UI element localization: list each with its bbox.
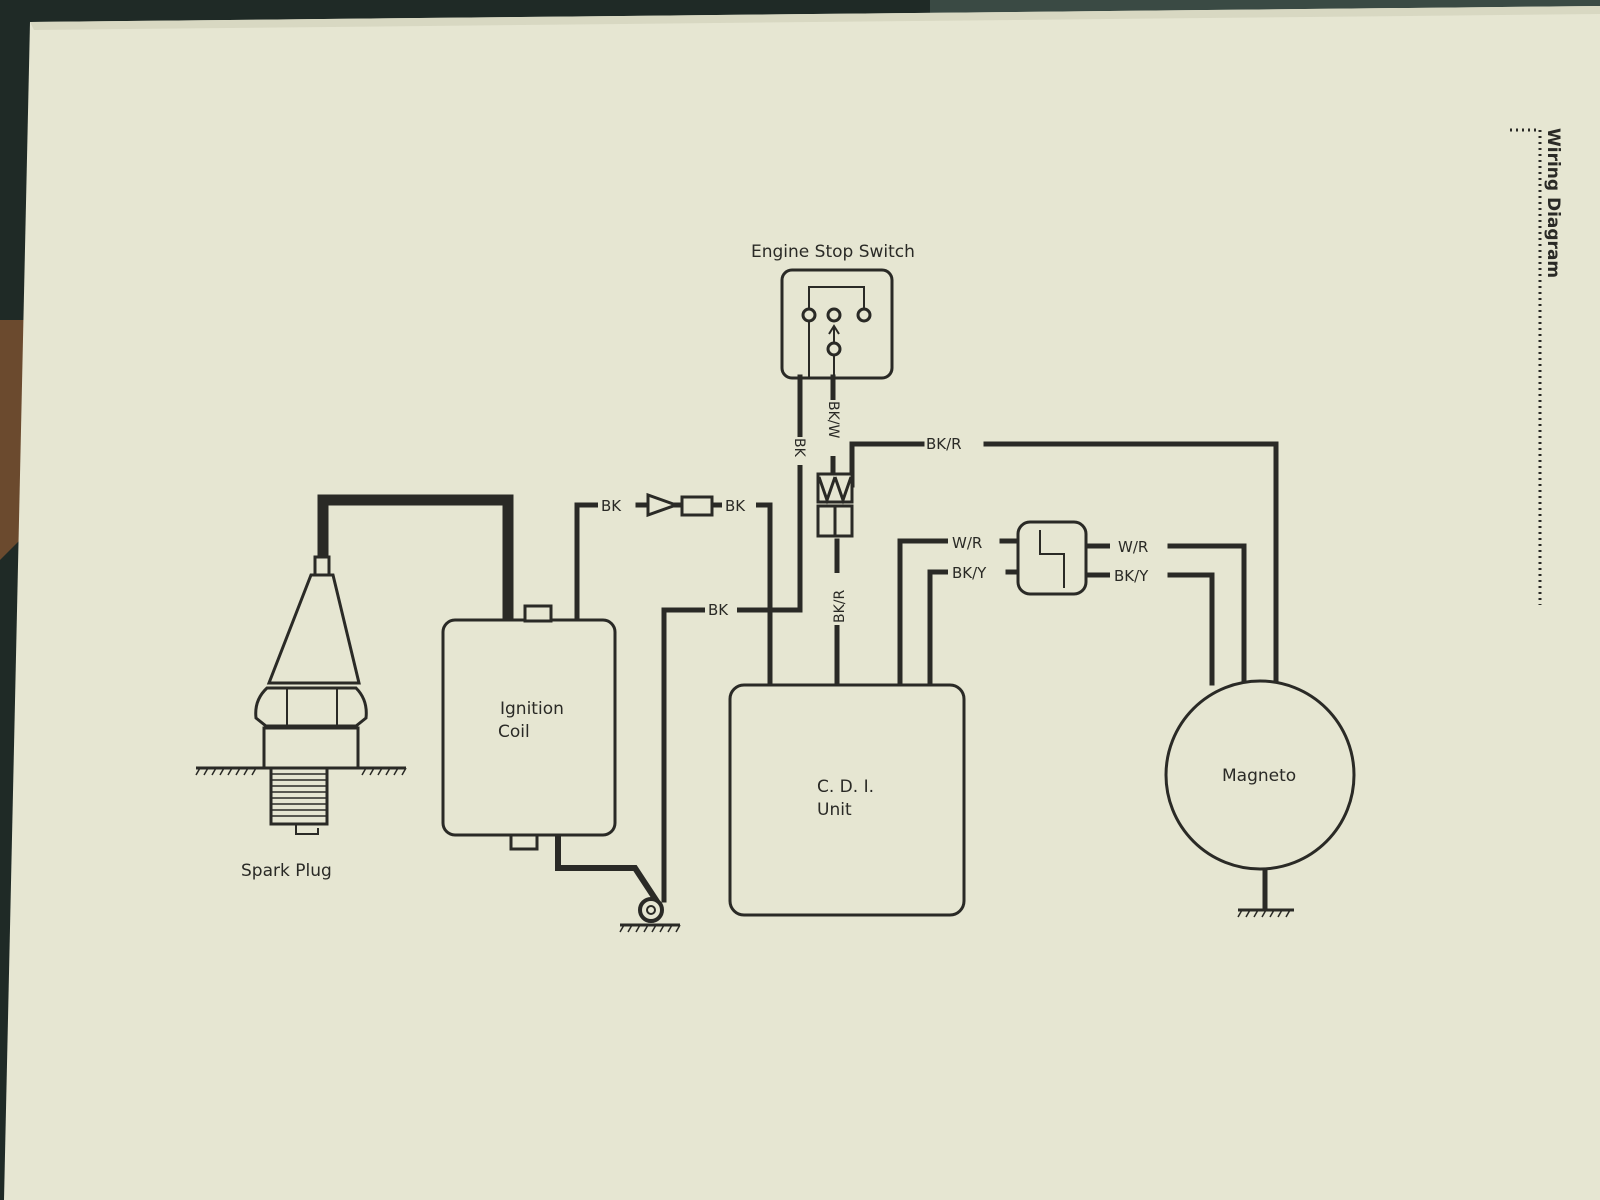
wire-label-wr-right: W/R [1118,538,1148,556]
inline-connector-arrow [646,492,681,518]
wire-label-bk-coil-right: BK [725,497,746,515]
inline-connector-bk [646,492,714,518]
wire-label-bk-switch: BK [791,438,807,458]
wire-bky-left [927,569,951,688]
wire-label-bk-coil-left: BK [601,497,622,515]
wire-label-bky-left: BK/Y [952,564,987,582]
wire-bk-ground [661,607,708,903]
switch-connector-chevron-right [833,476,853,505]
wire-wr-left [897,538,951,688]
switch-box [780,268,894,380]
inline-connector-sleeve [680,495,714,517]
wire-label-bkw-switch: BK/W [825,401,841,439]
magneto [1164,679,1356,871]
wire-label-bkr-top: BK/R [926,435,962,453]
wire-coil-ground [555,832,661,905]
wire-label-bk-ground: BK [708,601,729,619]
cdi-unit-label-line2: Unit [817,800,852,820]
ignition-coil [441,604,617,851]
spark-plug-thread [269,766,329,826]
switch-terminal-right [856,307,872,323]
hv-lead-wire [317,494,514,621]
spark-plug-thread-lines [271,773,327,817]
ignition-coil-label-line1: Ignition [500,699,564,719]
engine-ground-surface [195,766,407,776]
wire-bky-right [1167,572,1215,686]
spark-plug-label: Spark Plug [241,861,332,881]
page-title: Wiring Diagram [1543,128,1563,278]
wire-bkr-top [849,441,925,488]
spark-plug-cap [313,555,331,577]
wire-wr-right [1167,543,1247,686]
spark-plug-insulator [266,573,361,685]
regulator-connector-body [1016,520,1088,596]
spark-plug [254,555,368,835]
ignition-coil-bottom-terminal [509,833,539,851]
regulator-connector [1016,520,1088,596]
switch-connector-chevron-left [817,476,837,505]
cdi-unit-label-line1: C. D. I. [817,777,874,797]
switch-contact-arrow [828,324,840,335]
wire-bkr-top-right [983,441,1279,686]
spark-plug-electrode [295,824,319,835]
magneto-label: Magneto [1222,766,1296,786]
switch-connector [816,472,854,538]
wire-label-bkr-vertical: BK/R [832,589,848,623]
spark-plug-body [262,726,360,770]
engine-stop-switch [780,268,894,380]
page-paper-edge [30,6,1600,30]
switch-terminal-center [826,307,842,323]
coil-ground-bolt-inner [646,905,656,915]
regulator-connector-divider [1039,530,1065,588]
spark-plug-hex-nut [254,686,368,728]
coil-ground-bolt-outer [638,897,664,923]
ignition-coil-top-terminal [523,604,553,623]
cdi-unit [728,683,966,917]
coil-ground-symbol [619,897,681,933]
wire-label-bky-right: BK/Y [1114,567,1149,585]
ignition-coil-label-line2: Coil [498,722,530,742]
switch-bridge [808,286,865,308]
header-dotted-rule [1510,128,1542,605]
engine-stop-switch-label: Engine Stop Switch [751,242,915,262]
wire-label-wr-left: W/R [952,534,982,552]
magneto-ground-symbol [1237,869,1294,918]
